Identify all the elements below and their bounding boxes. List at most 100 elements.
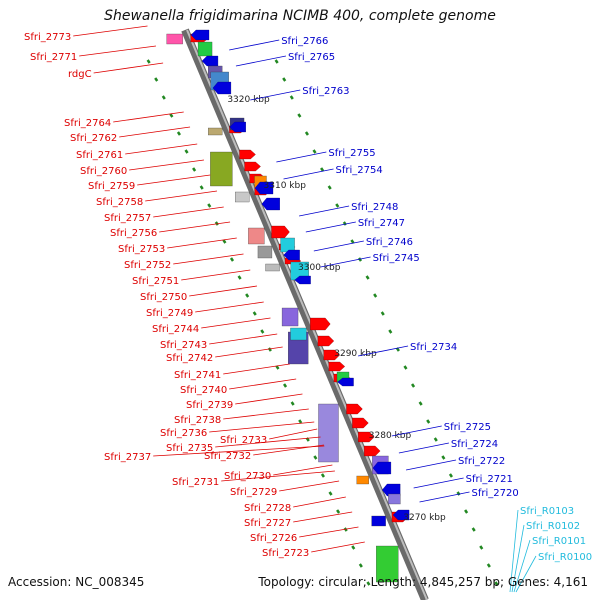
right-leader-line	[229, 39, 280, 51]
right-gene-label: Sfri_2722	[458, 456, 505, 467]
right-track-tick	[289, 95, 294, 100]
right-leader-line	[320, 256, 371, 268]
left-leader-line	[269, 428, 318, 440]
right-track-tick	[426, 419, 431, 424]
left-gene-label: Sfri_2727	[244, 518, 291, 529]
reverse-gene-arrow	[201, 55, 219, 67]
left-leader-line	[125, 143, 198, 155]
right-track-tick	[448, 473, 453, 478]
right-leader-line	[419, 491, 470, 503]
left-track-tick	[290, 401, 295, 406]
left-track-tick	[298, 419, 303, 424]
left-gene-label: Sfri_2760	[80, 166, 127, 177]
forward-gene-block	[248, 227, 265, 245]
left-gene-label: Sfri_2743	[160, 340, 207, 351]
left-leader-line	[159, 221, 231, 233]
forward-gene-arrow	[352, 417, 369, 429]
left-leader-line	[293, 511, 353, 523]
right-leader-line	[398, 442, 449, 454]
left-gene-label: Sfri_2752	[124, 260, 171, 271]
forward-gene-arrow	[271, 225, 290, 239]
reverse-gene-arrow	[372, 461, 392, 475]
rna-leader-line	[509, 509, 519, 593]
left-track-tick	[207, 203, 212, 208]
left-track-tick	[358, 563, 363, 568]
left-leader-line	[189, 285, 258, 297]
right-leader-line	[405, 459, 457, 471]
genome-summary-text: Topology: circular; Length: 4,845,257 bp…	[258, 575, 588, 589]
right-gene-label: Sfri_2748	[351, 202, 398, 213]
left-leader-line	[215, 346, 283, 358]
left-gene-label: Sfri_2723	[262, 548, 309, 559]
left-track-tick	[252, 311, 257, 316]
left-track-tick	[313, 455, 318, 460]
forward-gene-block	[235, 191, 250, 203]
right-gene-label: Sfri_2747	[358, 218, 405, 229]
left-track-tick	[336, 509, 341, 514]
forward-gene-block	[281, 307, 299, 327]
left-gene-label: Sfri_2736	[160, 428, 207, 439]
right-track-tick	[274, 59, 279, 64]
right-track-tick	[403, 365, 408, 370]
rna-gene-label: Sfri_R0100	[538, 552, 592, 563]
right-gene-label: Sfri_2754	[336, 165, 383, 176]
left-gene-label: rdgC	[68, 69, 92, 80]
left-track-tick	[176, 131, 181, 136]
right-track-tick	[297, 113, 302, 118]
right-track-tick	[464, 509, 469, 514]
left-track-tick	[229, 257, 235, 262]
left-leader-line	[145, 190, 218, 202]
right-track-tick	[486, 563, 491, 568]
left-leader-line	[93, 62, 164, 74]
left-gene-label: Sfri_2742	[166, 353, 213, 364]
left-gene-label: Sfri_2735	[166, 443, 213, 454]
scale-tick-label: 3280 kbp	[369, 431, 412, 441]
accession-text: Accession: NC_008345	[8, 575, 145, 589]
left-gene-label: Sfri_2773	[24, 32, 71, 43]
forward-gene-arrow	[346, 403, 363, 415]
right-leader-line	[413, 477, 464, 489]
right-track-tick	[282, 77, 287, 82]
left-leader-line	[293, 496, 346, 508]
left-gene-label: Sfri_2741	[174, 370, 221, 381]
forward-gene-block	[376, 545, 399, 583]
left-gene-label: Sfri_2750	[140, 292, 187, 303]
reverse-gene-arrow	[392, 509, 410, 521]
right-gene-label: Sfri_2765	[288, 52, 335, 63]
left-leader-line	[173, 253, 244, 265]
reverse-gene-arrow	[254, 181, 274, 195]
left-leader-line	[253, 444, 325, 456]
left-leader-line	[137, 174, 211, 186]
right-track-tick	[342, 221, 347, 226]
left-track-tick	[192, 167, 197, 172]
left-gene-label: Sfri_2759	[88, 181, 135, 192]
scale-tick-label: 3300 kbp	[298, 263, 341, 273]
left-gene-label: Sfri_2738	[174, 415, 221, 426]
right-track-tick	[327, 185, 332, 190]
forward-gene-block	[318, 403, 339, 463]
right-track-tick	[312, 149, 317, 154]
reverse-gene-arrow	[337, 377, 354, 387]
left-leader-line	[235, 393, 303, 405]
forward-gene-arrow	[328, 361, 346, 372]
reverse-gene-arrow	[283, 249, 300, 261]
left-gene-label: Sfri_2758	[96, 197, 143, 208]
genome-title: Shewanella frigidimarina NCIMB 400, comp…	[104, 8, 496, 24]
forward-gene-block	[356, 475, 369, 485]
right-gene-label: Sfri_2725	[444, 422, 491, 433]
left-gene-label: Sfri_2764	[64, 118, 111, 129]
left-gene-label: Sfri_2737	[104, 452, 151, 463]
left-leader-line	[273, 464, 333, 476]
right-leader-line	[357, 345, 409, 357]
left-gene-label: Sfri_2740	[180, 385, 227, 396]
left-track-tick	[169, 113, 174, 118]
scale-tick-label: 3320 kbp	[227, 95, 270, 105]
left-leader-line	[209, 421, 315, 433]
left-leader-line	[119, 126, 191, 138]
left-leader-line	[167, 237, 237, 249]
forward-gene-arrow	[244, 161, 261, 172]
reverse-gene-arrow	[212, 81, 232, 95]
right-gene-label: Sfri_2746	[366, 237, 413, 248]
